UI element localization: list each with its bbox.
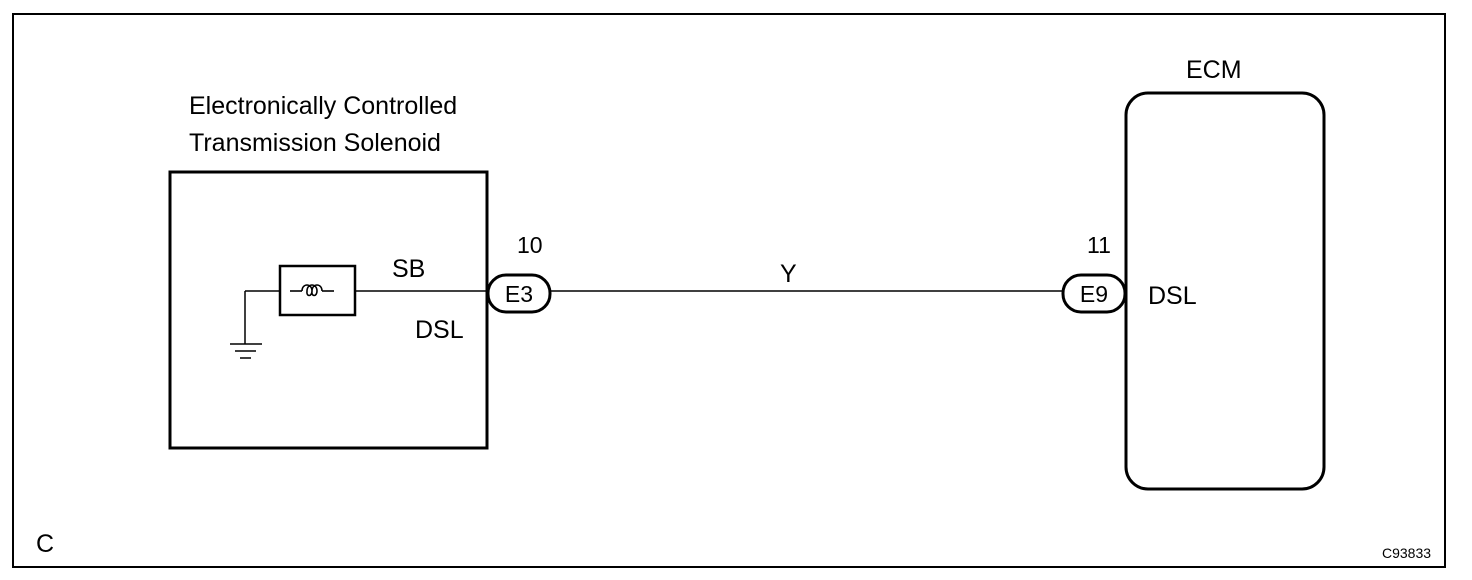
connector-right-pin: 11: [1087, 232, 1111, 258]
solenoid-terminal-sb: SB: [392, 255, 425, 283]
ground-icon: [230, 343, 262, 359]
connector-left-body: [486, 273, 552, 314]
coil-icon: [290, 284, 334, 297]
connector-left-id: E3: [505, 281, 533, 307]
figure-id: C93833: [1382, 545, 1431, 561]
solenoid-title-line1: Electronically Controlled: [189, 92, 457, 120]
connector-right-id: E9: [1080, 281, 1108, 307]
solenoid-title-line2: Transmission Solenoid: [189, 129, 441, 157]
solenoid-terminal-dsl: DSL: [415, 316, 464, 344]
wire-color-code: Y: [780, 260, 797, 288]
corner-label: C: [36, 530, 54, 558]
ecm-title: ECM: [1186, 56, 1242, 84]
connector-left-pin: 10: [517, 232, 543, 258]
ecm-terminal-dsl: DSL: [1148, 282, 1197, 310]
ecm-box: [1124, 91, 1326, 491]
solenoid-box: [168, 170, 489, 450]
diagram-border: [12, 13, 1446, 568]
